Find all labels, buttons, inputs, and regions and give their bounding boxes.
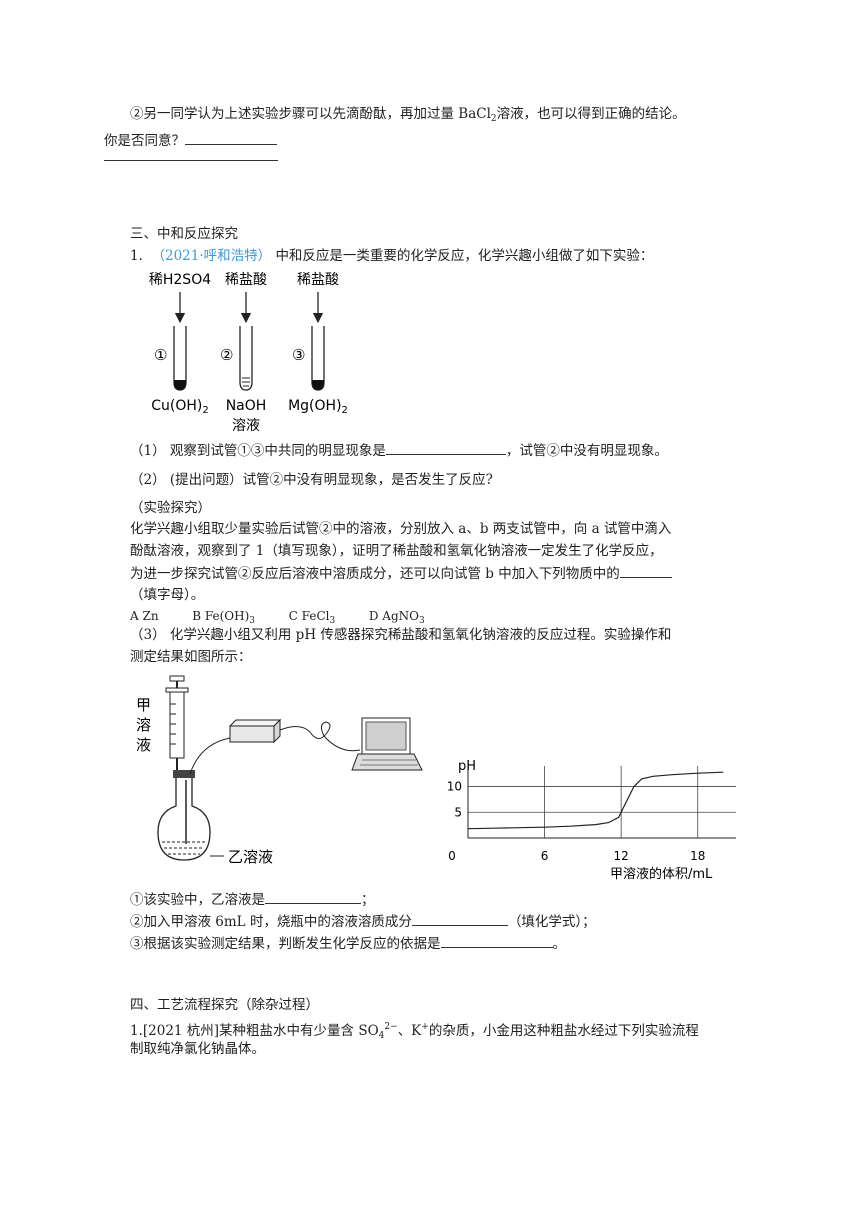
- x-tick-label: 18: [690, 849, 705, 863]
- s4-text-c: 的杂质，小金用这种粗盐水经过下列实验流程: [428, 1023, 699, 1039]
- tube-content-label: NaOH: [226, 398, 267, 414]
- answer2-end: （填化学式）；: [507, 914, 596, 930]
- option-b[interactable]: B Fe(OH)3: [192, 609, 256, 626]
- jia-label-3: 液: [136, 736, 151, 754]
- part3-line2: 测定结果如图所示：: [130, 649, 252, 665]
- answer1-end: ；: [361, 892, 375, 908]
- answer2-blank[interactable]: [411, 911, 508, 926]
- q2-question: 你是否同意？: [104, 133, 185, 149]
- syringe: [165, 675, 189, 774]
- answer3-text: ③根据该实验测定结果，判断发生化学反应的依据是: [130, 936, 441, 952]
- answer1-line: ①该实验中，乙溶液是 ；: [130, 889, 375, 910]
- tube-reagent-label: 稀盐酸: [225, 272, 267, 288]
- apparatus-figure: 甲 溶 液 乙溶液: [136, 675, 423, 866]
- options-line: A Zn B Fe(OH)3 C FeCl3 D AgNO3: [130, 606, 425, 631]
- jia-label-1: 甲: [136, 696, 151, 714]
- exp-line2: 酚酞溶液，观察到了 1（填写现象），证明了稀盐酸和氢氧化钠溶液一定发生了化学反应…: [130, 543, 663, 559]
- answer2-text: ②加入甲溶液 6mL 时，烧瓶中的溶液溶质成分: [130, 914, 412, 930]
- option-d[interactable]: D AgNO3: [368, 609, 425, 626]
- answer3-line: ③根据该实验测定结果，判断发生化学反应的依据是 。: [130, 933, 566, 954]
- option-c[interactable]: C FeCl3: [288, 609, 336, 626]
- sensor-box: [228, 718, 282, 744]
- exp-title: （实验探究）: [130, 500, 211, 516]
- q2-text-b: 溶液，也可以得到正确的结论。: [496, 106, 686, 122]
- yi-label: 乙溶液: [228, 848, 273, 866]
- s4-sup2: +: [421, 1022, 429, 1032]
- s4-sup: 2−: [384, 1022, 398, 1032]
- tube-number: ③: [292, 346, 305, 364]
- tube-content-label-2: 溶液: [232, 418, 260, 434]
- s4-sub: 4: [378, 1031, 385, 1041]
- question-number: 1.: [130, 248, 143, 264]
- y-tick-label: 5: [454, 805, 462, 819]
- exp-line4: （填字母）。: [130, 587, 205, 603]
- precipitate: [174, 380, 186, 390]
- tube-reagent-label: 稀H2SO4: [149, 272, 211, 288]
- tube-number: ①: [154, 346, 167, 364]
- answer-line: [104, 160, 278, 161]
- question-source: （2021·呼和浩特）: [151, 248, 272, 264]
- probe-cable: [189, 737, 231, 775]
- precipitate: [312, 380, 324, 390]
- exp-line1: 化学兴趣小组取少量实验后试管②中的溶液，分别放入 a、b 两支试管中，向 a 试…: [130, 521, 672, 537]
- ph-chart: 5 10 0 6 12 18 pH 甲溶液的体积/mL: [447, 759, 736, 882]
- test-tubes-figure: 稀H2SO4 ① Cu(OH)2 稀盐酸 ② NaOH 溶液 稀盐酸 ③ Mg(OH)2: [149, 272, 348, 434]
- part1-line: （1） 观察到试管①③中共同的明显现象是 ，试管②中没有明显现象。: [130, 440, 668, 461]
- data-cable: [279, 721, 361, 752]
- chart-ylabel: pH: [458, 759, 476, 774]
- test-tube: [239, 326, 253, 391]
- chart-grid: [467, 766, 736, 839]
- answer3-blank[interactable]: [440, 933, 553, 948]
- question-text: 中和反应是一类重要的化学反应，化学兴趣小组做了如下实验：: [275, 248, 654, 264]
- x-tick-label: 12: [614, 849, 629, 863]
- section4-line1: 1.[2021 杭州]某种粗盐水中有少量含 SO42−、K+的杂质，小金用这种粗…: [130, 1017, 699, 1046]
- answer3-end: 。: [552, 936, 567, 952]
- chart-xlabel: 甲溶液的体积/mL: [610, 866, 713, 882]
- q2-sub: 2: [490, 114, 497, 124]
- answer2-line: ②加入甲溶液 6mL 时，烧瓶中的溶液溶质成分 （填化学式）；: [130, 911, 596, 932]
- q2-line1: ②另一同学认为上述实验步骤可以先滴酚酞，再加过量 BaCl2溶液，也可以得到正确…: [130, 104, 686, 129]
- laptop: [351, 717, 423, 771]
- q2-line2: 你是否同意？: [104, 130, 277, 151]
- section4-line2: 制取纯净氯化钠晶体。: [130, 1041, 265, 1057]
- stopper: [173, 770, 195, 778]
- section4-heading: 四、工艺流程探究（除杂过程）: [130, 997, 319, 1013]
- q2-answer-blank[interactable]: [185, 130, 277, 145]
- x-tick-label: 6: [541, 849, 549, 863]
- section3-heading: 三、中和反应探究: [130, 226, 238, 242]
- flask: [157, 778, 211, 861]
- part1-text-a: （1） 观察到试管①③中共同的明显现象是: [130, 443, 386, 459]
- part3-line1: （3） 化学兴趣小组又利用 pH 传感器探究稀盐酸和氢氧化钠溶液的反应过程。实验…: [130, 627, 672, 643]
- jia-label-2: 溶: [136, 716, 151, 734]
- exp-line3: 为进一步探究试管②反应后溶液中溶质成分，还可以向试管 b 中加入下列物质中的: [130, 563, 672, 584]
- part1-blank[interactable]: [385, 440, 506, 455]
- ph-curve: [467, 771, 724, 830]
- tube-content-label: Cu(OH)2: [151, 398, 209, 416]
- q2-text-a: ②另一同学认为上述实验步骤可以先滴酚酞，再加过量 BaCl: [130, 106, 491, 122]
- answer1-blank[interactable]: [265, 889, 361, 904]
- tube-reagent-label: 稀盐酸: [297, 272, 339, 288]
- exp-line3-text: 为进一步探究试管②反应后溶液中溶质成分，还可以向试管 b 中加入下列物质中的: [130, 566, 620, 582]
- answer1-text: ①该实验中，乙溶液是: [130, 892, 265, 908]
- part2-line: （2） (提出问题）试管②中没有明显现象，是否发生了反应?: [130, 472, 493, 488]
- tube-content-label: Mg(OH)2: [288, 398, 348, 416]
- option-a[interactable]: A Zn: [130, 609, 159, 623]
- part1-text-b: ，试管②中没有明显现象。: [505, 443, 668, 459]
- tube-number: ②: [220, 346, 233, 364]
- x-tick-label: 0: [448, 849, 456, 863]
- section3-question: 1. （2021·呼和浩特） 中和反应是一类重要的化学反应，化学兴趣小组做了如下…: [130, 246, 653, 266]
- y-tick-label: 10: [447, 780, 462, 794]
- s4-text-b: 、K: [397, 1023, 422, 1039]
- chart-ticks: 5 10 0 6 12 18: [447, 780, 706, 863]
- exp-blank[interactable]: [619, 563, 672, 578]
- s4-text-a: 1.[2021 杭州]某种粗盐水中有少量含 SO: [130, 1023, 379, 1039]
